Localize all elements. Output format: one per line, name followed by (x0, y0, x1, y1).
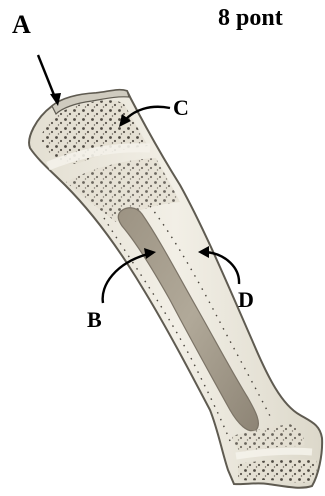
label-d: D (238, 289, 254, 311)
label-c: C (173, 97, 189, 119)
arrow-a (38, 55, 61, 106)
points-label: 8 pont (218, 6, 283, 30)
label-a: A (12, 12, 31, 38)
label-b: B (87, 309, 102, 331)
distal-spongy-bone (238, 459, 317, 482)
